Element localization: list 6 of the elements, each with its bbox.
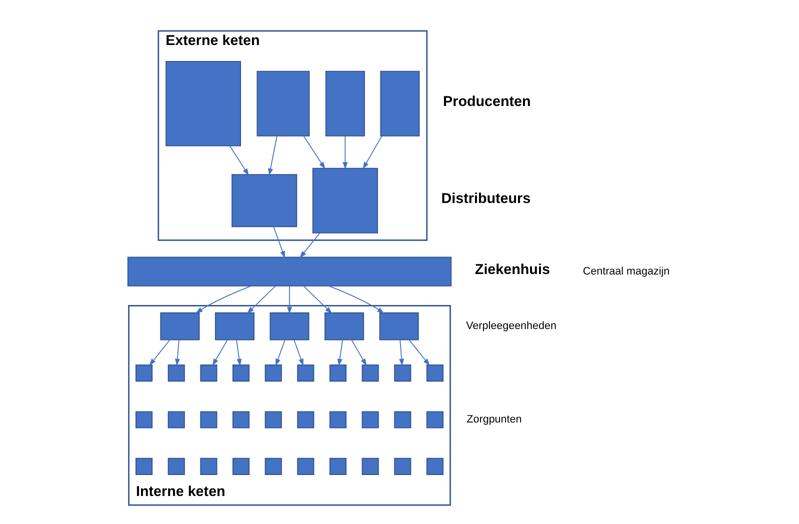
label: Zorgpunten (466, 414, 522, 426)
label: Ziekenhuis (474, 262, 550, 278)
label: Verpleegeenheden (466, 320, 556, 332)
label: Producenten (443, 94, 531, 110)
label: Centraal magazijn (582, 265, 670, 278)
label: Distributeurs (441, 191, 531, 208)
